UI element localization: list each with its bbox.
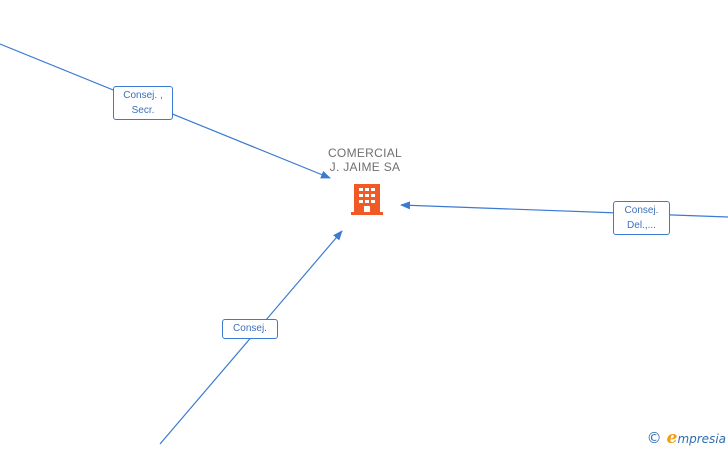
relation-box-director[interactable]: Consej. [222,319,278,339]
empresia-logo: e mpresia [667,428,726,448]
logo-text: mpresia [677,432,726,446]
relation-label-line1: Consej. [624,205,659,216]
relation-label-line2: Secr. [131,105,155,116]
company-name-line2: J. JAIME SA [329,160,401,174]
copyright-icon: © [646,429,662,447]
company-name-line1: COMERCIAL [327,146,403,160]
building-icon[interactable] [351,182,383,216]
empresia-watermark: © e mpresia [647,428,726,448]
company-name[interactable]: COMERCIAL J. JAIME SA [300,146,430,174]
edge-delegate [400,201,728,218]
logo-initial: e [666,428,678,448]
relation-label-line1: Consej. , [123,90,163,101]
relation-label-line2: Del.,... [627,220,656,231]
relation-label-line1: Consej. [233,323,267,334]
relation-box-secretary[interactable]: Consej. , Secr. [113,86,173,120]
relation-box-delegate[interactable]: Consej. Del.,... [613,201,670,235]
